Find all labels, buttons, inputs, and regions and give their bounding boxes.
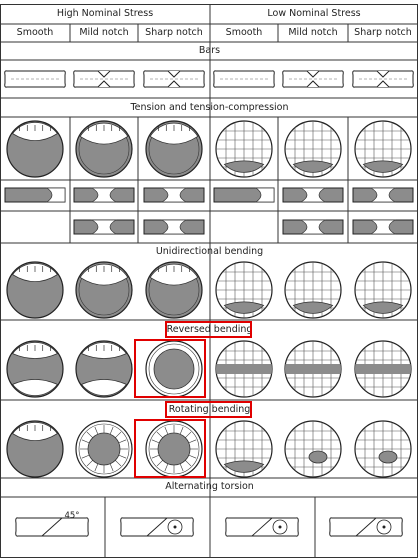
column-header-low-sharp-notch: Sharp notch — [354, 27, 412, 38]
rotating-bending-low-smooth — [215, 420, 273, 478]
tension-compression-side-view-low-sharp-notch — [352, 219, 414, 235]
bar-specimen-low-smooth — [213, 70, 275, 88]
bar-specimen-high-sharp-notch — [143, 70, 205, 88]
tension-section-high-sharp-notch — [145, 120, 203, 178]
unidirectional-section-low-smooth — [215, 261, 273, 319]
bar-specimen-high-smooth — [4, 70, 66, 88]
tension-section-high-mild-notch — [75, 120, 133, 178]
tension-compression-side-view-high-sharp-notch — [143, 219, 205, 235]
tension-section-low-smooth — [215, 120, 273, 178]
reversed-bending-title: Reversed bending — [166, 324, 253, 335]
tension-compression-side-view-low-mild-notch — [282, 219, 344, 235]
unidirectional-section-high-mild-notch — [75, 261, 133, 319]
unidirectional-section-low-sharp-notch — [354, 261, 412, 319]
column-header-high-mild-notch: Mild notch — [79, 27, 129, 38]
tension-section-low-sharp-notch — [354, 120, 412, 178]
tension-row — [4, 120, 414, 235]
tension-side-view-high-sharp-notch — [143, 187, 205, 203]
tension-compression-side-view-high-mild-notch — [73, 219, 135, 235]
torsion-row — [15, 517, 403, 537]
reversed-bending-high-sharp-notch-highlight — [134, 339, 206, 398]
reversed-bending-high-mild-notch — [75, 340, 133, 398]
rotating-bending-low-sharp-notch — [354, 420, 412, 478]
tension-section-high-smooth — [6, 120, 64, 178]
low-nominal-stress-header: Low Nominal Stress — [267, 8, 361, 19]
rotating-bending-title-highlight — [165, 401, 252, 418]
high-nominal-stress-header: High Nominal Stress — [56, 8, 154, 19]
tension-side-view-high-smooth — [4, 187, 66, 203]
reversed-bending-high-smooth — [6, 340, 64, 398]
tension-section-low-mild-notch — [284, 120, 342, 178]
torsion-angle-label: 45° — [64, 511, 80, 521]
column-header-high-sharp-notch: Sharp notch — [145, 27, 203, 38]
rotating-bending-high-sharp-notch — [145, 420, 203, 478]
tension-side-view-low-smooth — [213, 187, 275, 203]
column-header-high-smooth: Smooth — [16, 27, 54, 38]
rotating-bending-high-mild-notch — [75, 420, 133, 478]
unidirectional-section-low-mild-notch — [284, 261, 342, 319]
bar-specimen-low-mild-notch — [282, 70, 344, 88]
unidirectional-section-high-smooth — [6, 261, 64, 319]
torsion-specimen-4 — [329, 517, 403, 537]
bars-title: Bars — [198, 45, 221, 56]
column-header-low-mild-notch: Mild notch — [288, 27, 338, 38]
torsion-specimen-3 — [225, 517, 299, 537]
unidirectional-bending-title: Unidirectional bending — [155, 246, 264, 257]
tension-title: Tension and tension-compression — [130, 102, 289, 113]
reversed-bending-low-sharp-notch — [354, 340, 412, 398]
bar-specimen-low-sharp-notch — [352, 70, 414, 88]
reversed-bending-title-highlight — [165, 321, 252, 338]
bars-row — [4, 70, 414, 88]
reversed-bending-low-smooth — [215, 340, 273, 398]
rotating-row — [6, 420, 412, 478]
tension-side-view-low-sharp-notch — [352, 187, 414, 203]
tension-side-view-low-mild-notch — [282, 187, 344, 203]
column-header-low-smooth: Smooth — [225, 27, 263, 38]
unidirectional-row — [6, 261, 412, 319]
torsion-specimen-1 — [15, 517, 89, 537]
bar-specimen-high-mild-notch — [73, 70, 135, 88]
tension-side-view-high-mild-notch — [73, 187, 135, 203]
reversed-bending-low-mild-notch — [284, 340, 342, 398]
alternating-torsion-title: Alternating torsion — [165, 481, 254, 492]
reversed-bending-high-sharp-notch — [145, 340, 203, 398]
rotating-bending-high-sharp-notch-highlight — [134, 419, 206, 478]
rotating-bending-low-mild-notch — [284, 420, 342, 478]
reversed-row — [6, 340, 412, 398]
rotating-bending-high-smooth — [6, 420, 64, 478]
rotating-bending-title: Rotating bending — [168, 404, 251, 415]
unidirectional-section-high-sharp-notch — [145, 261, 203, 319]
torsion-specimen-2 — [120, 517, 194, 537]
